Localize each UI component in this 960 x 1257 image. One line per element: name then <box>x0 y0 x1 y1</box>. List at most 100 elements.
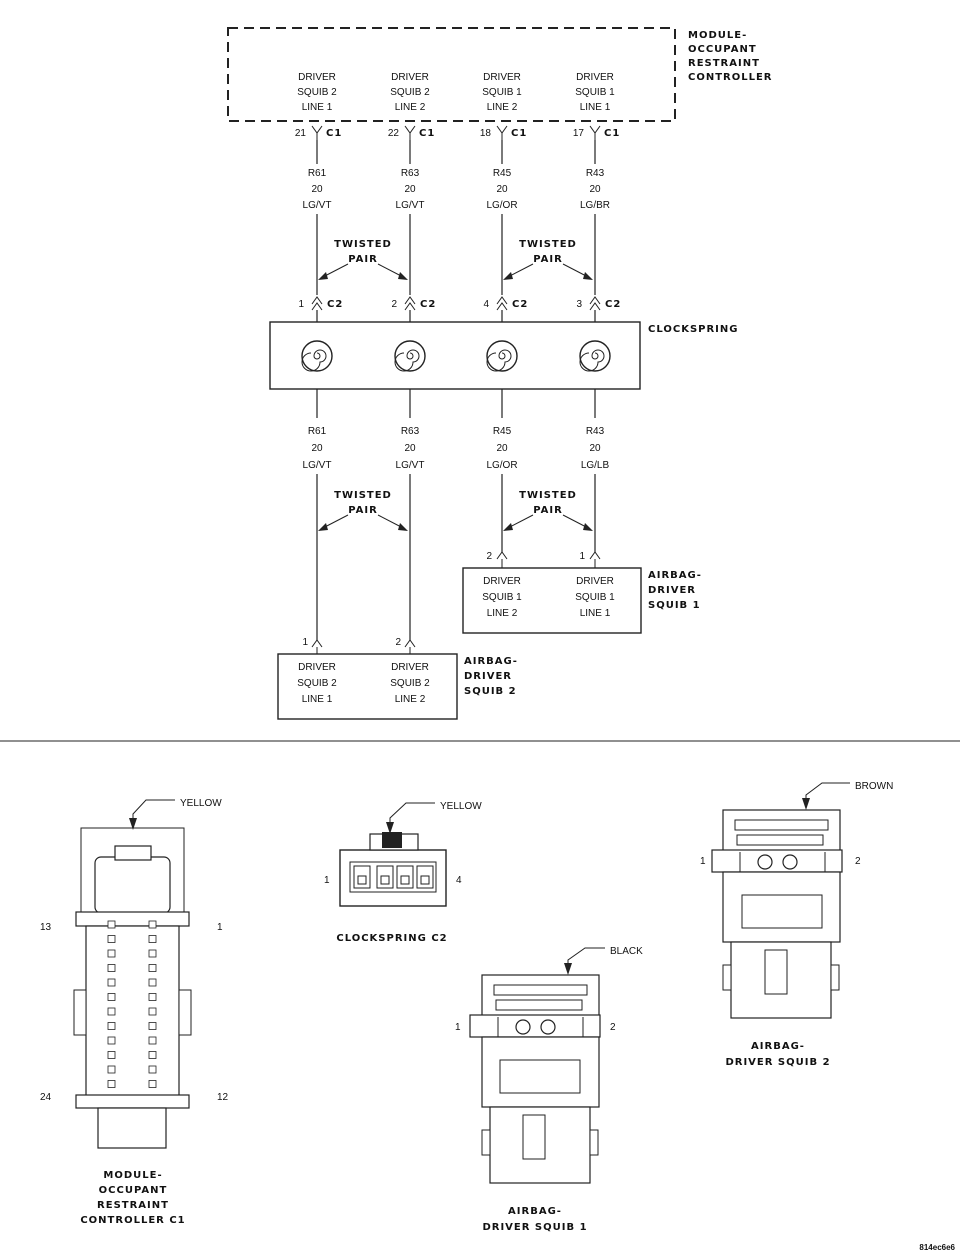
c1-cavity-number: 21 <box>295 128 307 139</box>
orc-c1-cavity <box>107 1036 116 1045</box>
squib2-title: SQUIB 2 <box>464 686 517 697</box>
squib2-title: AIRBAG- <box>464 656 518 667</box>
squib2-view-pin-2: 2 <box>855 856 861 867</box>
orc-c1-cavity <box>107 920 116 929</box>
orc-c1-cavity <box>148 1080 157 1088</box>
orc-c1-cavity <box>148 993 157 1001</box>
orc-c1-cavity <box>148 935 157 943</box>
clockspring: CLOCKSPRING <box>269 321 737 390</box>
clockspring-c2-caption: CLOCKSPRING C2 <box>336 933 447 944</box>
squib1-view-color: BLACK <box>610 946 643 957</box>
orc-c1-cavity <box>107 949 116 958</box>
figure-code: 814ec6e6 <box>919 1243 955 1252</box>
twisted-pair-label: TWISTED <box>334 490 392 501</box>
wire-gauge: 20 <box>496 443 508 454</box>
orc-c1-cavity <box>107 1007 116 1016</box>
wire-circuit: R61 <box>308 168 327 179</box>
orc-c1-cavity <box>148 949 157 958</box>
clockspring-coil-icon <box>579 340 611 372</box>
wire-gauge: 20 <box>404 443 416 454</box>
wire-circuit: R45 <box>493 168 512 179</box>
wire-color: LG/VT <box>303 460 332 471</box>
squib2-pin-label: DRIVER <box>298 662 336 673</box>
orc-c1-cavity <box>107 978 116 987</box>
squib2-pin-label: SQUIB 2 <box>297 678 337 689</box>
squib2-view-pin-1: 1 <box>700 856 706 867</box>
orc-c1-cavity <box>148 1022 157 1030</box>
wire-circuit: R45 <box>493 426 512 437</box>
occupant-restraint-controller: MODULE- OCCUPANT RESTRAINT CONTROLLER DR… <box>227 27 772 122</box>
orc-c1-pin-24: 24 <box>40 1092 52 1103</box>
c1-connectors: 21 C1 22 C1 18 C1 17 C1 <box>295 125 619 140</box>
c1-cavity-number: 22 <box>388 128 400 139</box>
squib1-view-caption: DRIVER SQUIB 1 <box>482 1222 587 1233</box>
wire-color: LG/VT <box>396 200 425 211</box>
squib2-pin-label: DRIVER <box>391 662 429 673</box>
c2-cavity-number: 4 <box>483 299 489 310</box>
wire-color: LG/LB <box>581 460 610 471</box>
orc-c1-cavity <box>148 1036 157 1045</box>
wire-gauge: 20 <box>404 184 416 195</box>
orc-c1-cavity <box>107 1065 116 1074</box>
clockspring-c2-connector-view: YELLOW 1 4 CLOCKSPRING C2 <box>324 801 482 944</box>
lower-wires: R61 20 LG/VT R63 20 LG/VT R45 20 LG/OR R… <box>295 389 617 640</box>
wire-circuit: R63 <box>401 168 420 179</box>
orc-c1-caption: CONTROLLER C1 <box>80 1215 185 1226</box>
squib1-connector-view: BLACK 1 2 AIRBAG- DRIVER SQUIB 1 <box>455 946 643 1233</box>
squib1-title: DRIVER <box>648 585 696 596</box>
module-pin-label: SQUIB 2 <box>297 87 337 98</box>
module-pin-label: LINE 1 <box>302 102 333 113</box>
squib1-pin-label: SQUIB 1 <box>575 592 615 603</box>
orc-c1-connector-view: YELLOW 13 1 24 12 MODULE- OCCUPANT RESTR… <box>40 798 229 1226</box>
orc-c1-pin-1: 1 <box>217 922 223 933</box>
module-pin-label: DRIVER <box>483 72 521 83</box>
orc-c1-cavity <box>107 1022 116 1030</box>
module-pin-label: DRIVER <box>576 72 614 83</box>
orc-c1-color: YELLOW <box>180 798 222 809</box>
squib1-pin-label: LINE 2 <box>487 608 518 619</box>
clockspring-coil-icon <box>486 340 518 372</box>
wire-color: LG/VT <box>396 460 425 471</box>
squib1-cavity-number: 1 <box>579 551 585 562</box>
clockspring-c2-pin-4: 4 <box>456 875 462 886</box>
orc-c1-cavity <box>148 1007 157 1016</box>
c1-connector-id: C1 <box>419 128 435 139</box>
squib1-cavity-number: 2 <box>486 551 492 562</box>
wire-circuit: R61 <box>308 426 327 437</box>
twisted-pair-label: TWISTED <box>334 239 392 250</box>
squib1-view-caption: AIRBAG- <box>508 1206 562 1217</box>
wire-circuit: R63 <box>401 426 420 437</box>
c2-cavity-number: 2 <box>391 299 397 310</box>
c2-cavity-number: 1 <box>298 299 304 310</box>
orc-c1-cavity <box>107 993 116 1001</box>
wire-gauge: 20 <box>311 184 323 195</box>
squib1-pin-label: DRIVER <box>576 576 614 587</box>
squib1-view-pin-2: 2 <box>610 1022 616 1033</box>
c1-connector-id: C1 <box>326 128 342 139</box>
c2-connectors: 1 C2 2 C2 4 C2 3 C2 <box>298 296 621 322</box>
wire-gauge: 20 <box>589 443 601 454</box>
squib2-title: DRIVER <box>464 671 512 682</box>
c2-connector-id: C2 <box>605 299 621 310</box>
orc-c1-cavity <box>107 935 116 943</box>
twisted-pair-label: PAIR <box>533 254 563 265</box>
twisted-pair-label: TWISTED <box>519 490 577 501</box>
orc-c1-cavity <box>107 1080 116 1088</box>
squib1-title: SQUIB 1 <box>648 600 701 611</box>
orc-c1-cavity <box>107 1051 116 1059</box>
orc-c1-pin-13: 13 <box>40 922 52 933</box>
module-pin-label: LINE 2 <box>395 102 426 113</box>
wire-circuit: R43 <box>586 426 605 437</box>
squib2-cavity-number: 1 <box>302 637 308 648</box>
c2-connector-id: C2 <box>327 299 343 310</box>
module-pin-label: LINE 2 <box>487 102 518 113</box>
twisted-pair-lower-right: TWISTED PAIR <box>503 490 593 531</box>
twisted-pair-label: PAIR <box>533 505 563 516</box>
clockspring-c2-color: YELLOW <box>440 801 482 812</box>
wire-gauge: 20 <box>589 184 601 195</box>
c1-cavity-number: 18 <box>480 128 492 139</box>
orc-c1-caption: RESTRAINT <box>97 1200 169 1211</box>
squib2-pin-label: LINE 1 <box>302 694 333 705</box>
squib1-pin-label: SQUIB 1 <box>482 592 522 603</box>
